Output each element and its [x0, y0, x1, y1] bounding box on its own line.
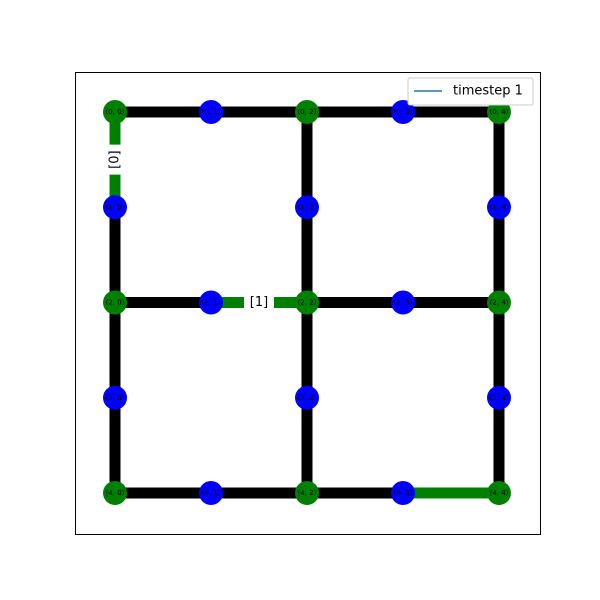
node-label: (1, 0): [106, 203, 125, 211]
blue-node-circle: [391, 481, 415, 505]
graph-node: (2, 1): [199, 290, 223, 315]
graph-node: (0, 1): [199, 100, 223, 124]
node-label: (0, 0): [106, 108, 125, 116]
graph-node: (0, 0): [103, 100, 127, 124]
node-label: (2, 2): [298, 299, 317, 307]
graph-node: (2, 0): [103, 290, 127, 315]
graph-node: (1, 0): [103, 195, 127, 220]
graph-node: (3, 0): [103, 385, 127, 410]
graph-node: (0, 3): [391, 100, 415, 124]
blue-node-circle: [103, 195, 127, 220]
node-label: (1, 2): [298, 203, 317, 211]
blue-node-circle: [391, 290, 415, 315]
edge-label-background: [244, 294, 274, 311]
graph-node: (2, 2): [295, 290, 319, 315]
graph-node: (4, 1): [199, 481, 223, 505]
node-label: (0, 1): [202, 108, 221, 116]
blue-node-circle: [199, 481, 223, 505]
node-label: (2, 4): [490, 299, 509, 307]
green-node-circle: [487, 100, 511, 124]
node-label: (0, 3): [394, 108, 413, 116]
node-label: (4, 4): [490, 489, 509, 497]
node-label: (4, 3): [394, 489, 413, 497]
legend: timestep 1: [407, 77, 534, 106]
edge-label: [0]: [108, 150, 123, 168]
node-label: (4, 2): [298, 489, 317, 497]
node-label: (4, 1): [202, 489, 221, 497]
graph-node: (4, 0): [103, 481, 127, 505]
blue-node-circle: [103, 385, 127, 410]
graph-node: (0, 4): [487, 100, 511, 124]
green-node-circle: [103, 100, 127, 124]
legend-label: timestep 1: [453, 84, 523, 99]
green-node-circle: [295, 290, 319, 315]
plot-frame: [75, 72, 541, 535]
graph-node: (4, 4): [487, 481, 511, 505]
green-node-circle: [295, 100, 319, 124]
node-label: (2, 0): [106, 299, 125, 307]
node-label: (0, 4): [490, 108, 509, 116]
edge-label: [1]: [250, 295, 268, 310]
graph-node: (3, 2): [295, 385, 319, 410]
graph-node: (4, 2): [295, 481, 319, 505]
green-node-circle: [295, 481, 319, 505]
graph-node: (1, 2): [295, 195, 319, 220]
node-label: (0, 2): [298, 108, 317, 116]
node-label: (1, 4): [490, 203, 509, 211]
node-label: (2, 3): [394, 299, 413, 307]
graph-node: (2, 3): [391, 290, 415, 315]
green-node-circle: [487, 290, 511, 315]
graph-node: (4, 3): [391, 481, 415, 505]
edge-labels-layer: [1] [0]: [107, 144, 274, 311]
node-label: (3, 2): [298, 394, 317, 402]
node-label: (2, 1): [202, 299, 221, 307]
green-node-circle: [103, 290, 127, 315]
edge-label-background: [107, 144, 123, 175]
node-label: (4, 0): [106, 489, 125, 497]
graph-node: (3, 4): [487, 385, 511, 410]
blue-node-circle: [391, 100, 415, 124]
nodes-layer: (0, 0) (0, 1) (0, 2) (0, 3) (0, 4) (1, 0) (1, …: [103, 100, 511, 505]
blue-node-circle: [199, 290, 223, 315]
graph-node: (2, 4): [487, 290, 511, 315]
blue-node-circle: [487, 195, 511, 220]
graph-node: (1, 4): [487, 195, 511, 220]
blue-node-circle: [487, 385, 511, 410]
blue-node-circle: [295, 195, 319, 220]
node-label: (3, 0): [106, 394, 125, 402]
green-node-circle: [103, 481, 127, 505]
blue-node-circle: [295, 385, 319, 410]
green-node-circle: [487, 481, 511, 505]
node-label: (3, 4): [490, 394, 509, 402]
blue-node-circle: [199, 100, 223, 124]
graph-node: (0, 2): [295, 100, 319, 124]
legend-box: [407, 77, 534, 106]
